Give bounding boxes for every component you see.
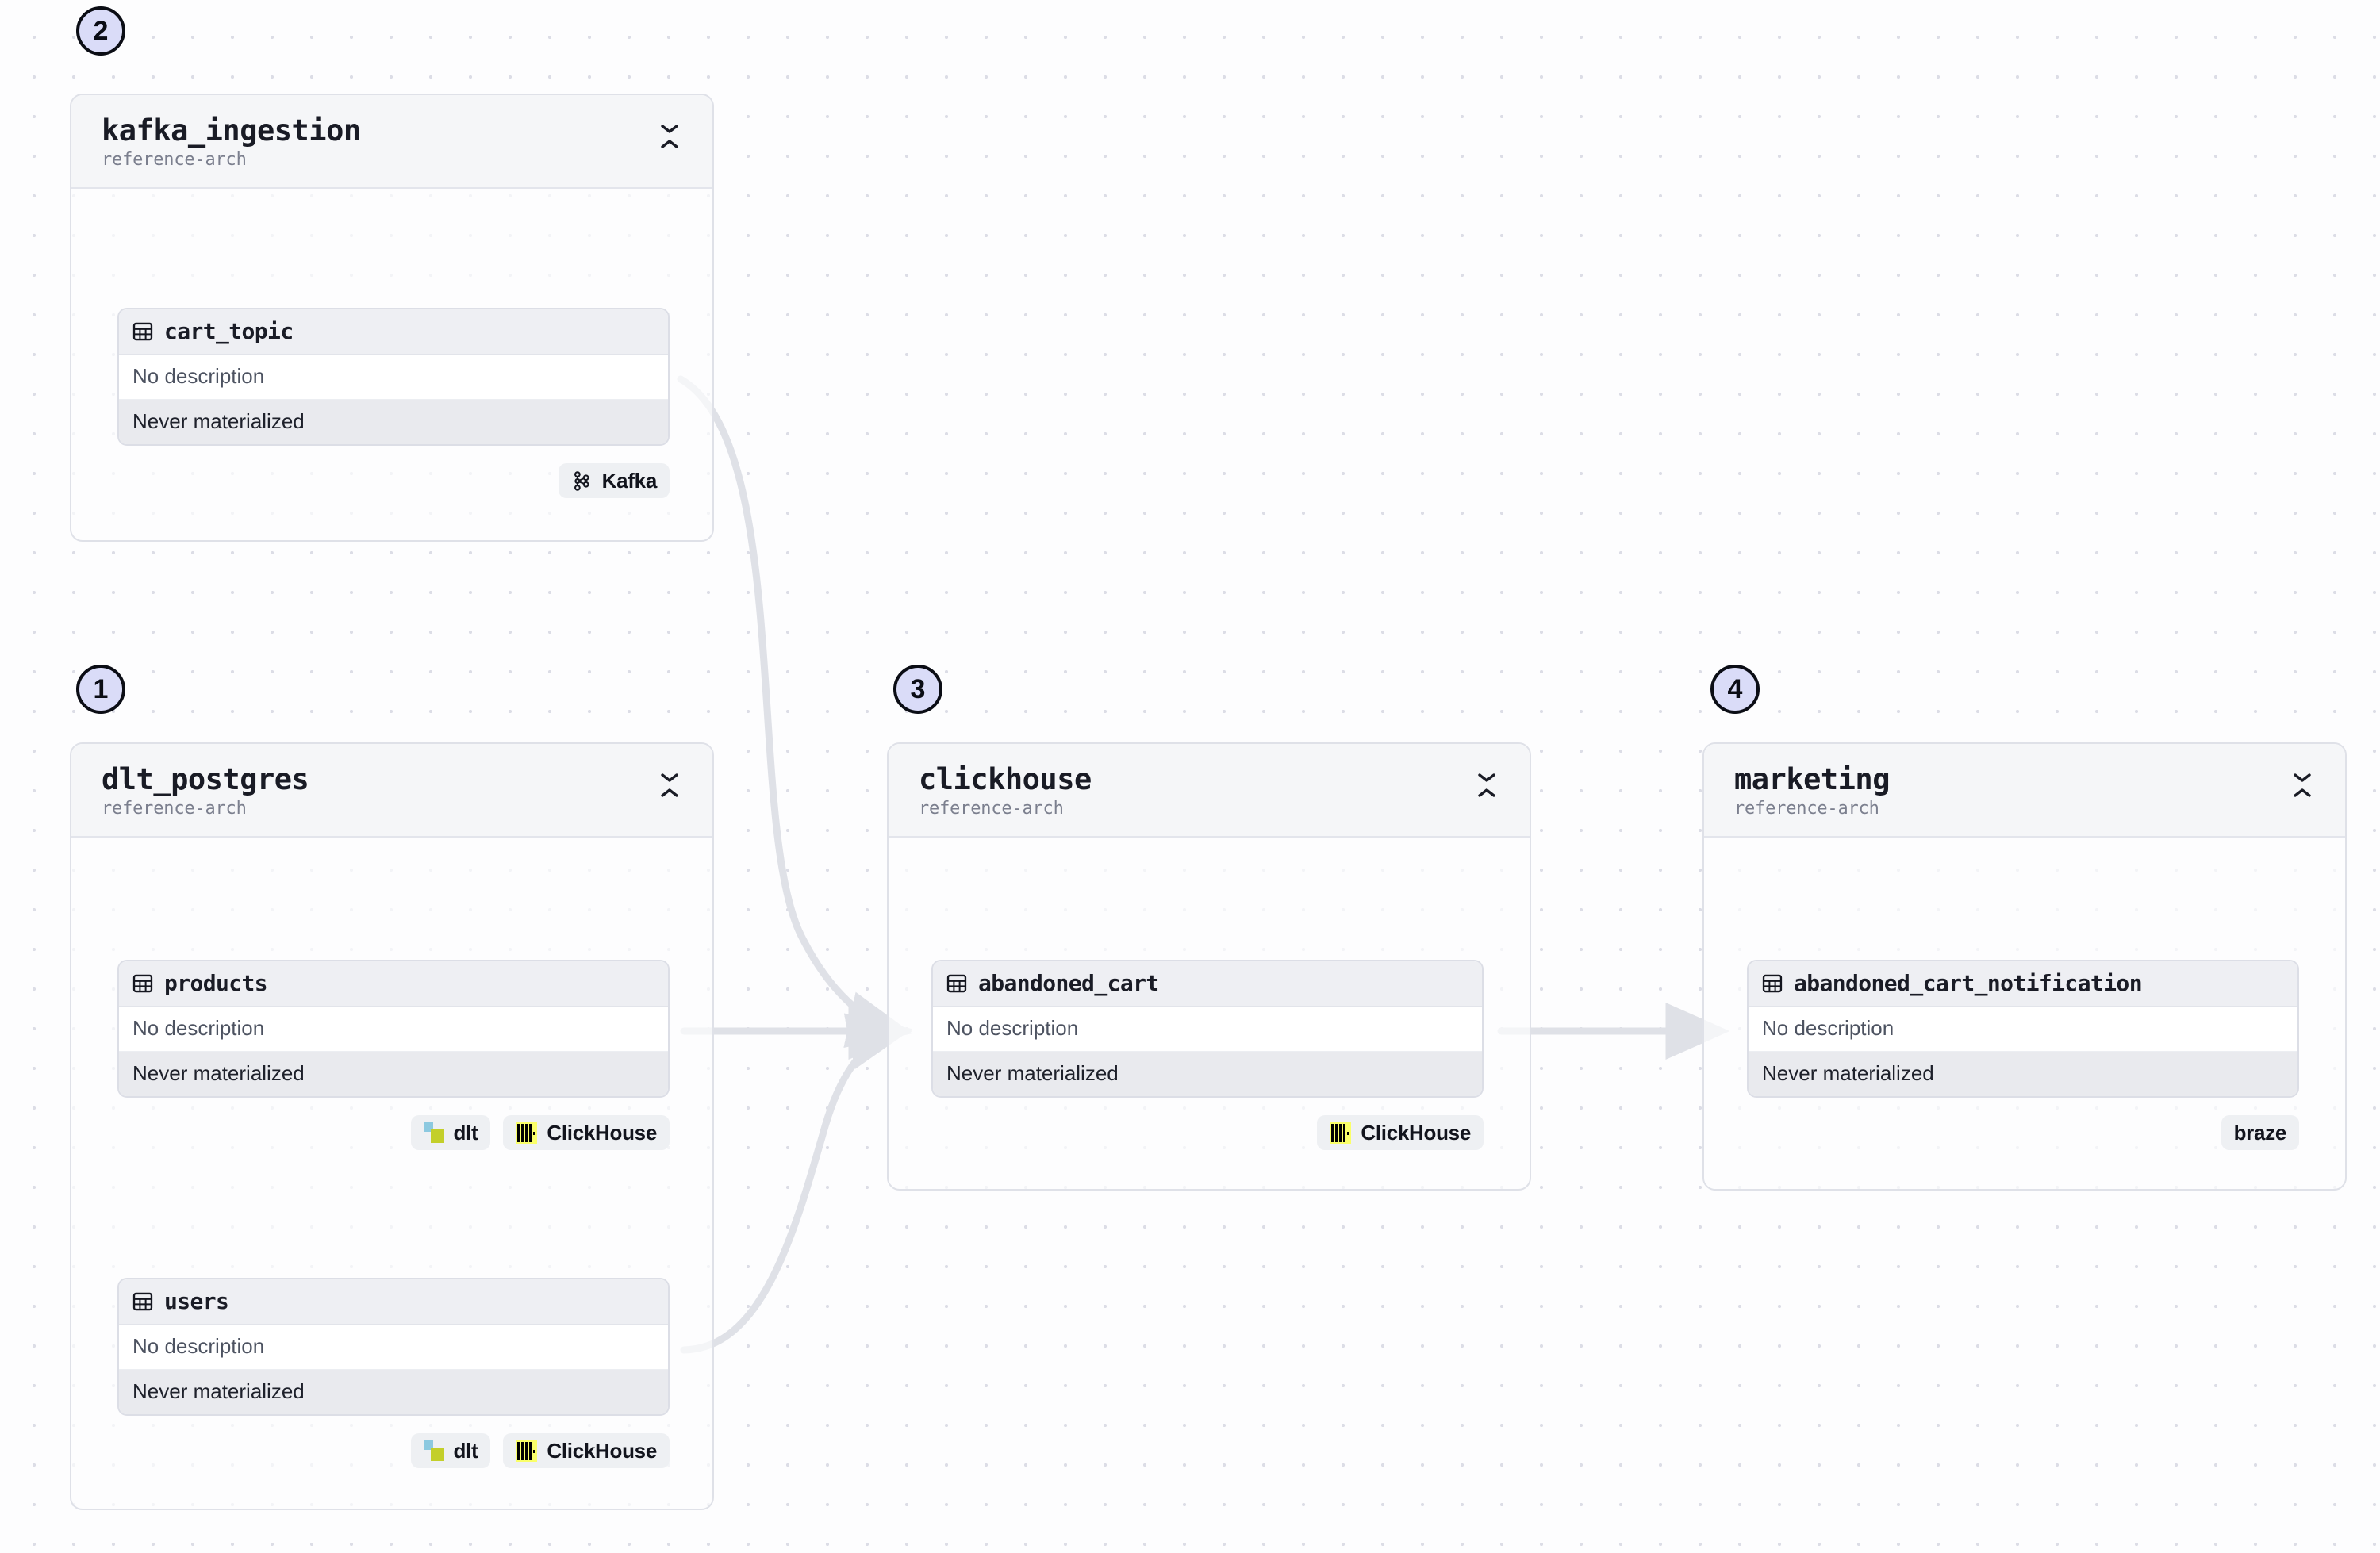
- step-badge-1: 1: [76, 665, 125, 714]
- table-name: abandoned_cart: [978, 970, 1159, 996]
- badge-row-products: dlt ClickHouse: [317, 1115, 670, 1150]
- table-card-cart-topic[interactable]: cart_topic No description Never material…: [117, 308, 670, 446]
- badge-row-clickhouse: ClickHouse: [1166, 1115, 1484, 1150]
- badge-label: ClickHouse: [547, 1120, 657, 1145]
- table-card-header: cart_topic: [119, 309, 668, 355]
- node-header[interactable]: dlt_postgres reference-arch: [71, 744, 712, 838]
- table-card-header: users: [119, 1279, 668, 1325]
- node-title: dlt_postgres: [102, 762, 309, 796]
- kafka-icon: [574, 470, 589, 491]
- table-materialization-status: Never materialized: [119, 1052, 668, 1096]
- table-name: products: [164, 970, 268, 996]
- chevrons-down-up-icon[interactable]: [2286, 768, 2318, 803]
- node-header[interactable]: marketing reference-arch: [1704, 744, 2345, 838]
- badge-row-marketing: braze: [1983, 1115, 2299, 1150]
- table-card-users[interactable]: users No description Never materialized: [117, 1278, 670, 1416]
- badge-label: braze: [2233, 1120, 2287, 1145]
- dlt-icon: [423, 1122, 444, 1143]
- table-materialization-status: Never materialized: [933, 1052, 1482, 1096]
- node-title: clickhouse: [919, 762, 1092, 796]
- node-header[interactable]: kafka_ingestion reference-arch: [71, 95, 712, 190]
- table-name: abandoned_cart_notification: [1794, 970, 2143, 996]
- badge-braze[interactable]: braze: [2221, 1115, 2299, 1150]
- table-description: No description: [933, 1007, 1482, 1052]
- table-name: users: [164, 1288, 229, 1314]
- table-description: No description: [119, 355, 668, 400]
- table-icon: [132, 1292, 153, 1310]
- table-description: No description: [1749, 1007, 2297, 1052]
- table-card-products[interactable]: products No description Never materializ…: [117, 960, 670, 1098]
- table-materialization-status: Never materialized: [1749, 1052, 2297, 1096]
- table-card-header: products: [119, 961, 668, 1007]
- badge-dlt[interactable]: dlt: [410, 1115, 491, 1150]
- node-subtitle: reference-arch: [1734, 799, 1879, 819]
- badge-clickhouse[interactable]: ClickHouse: [503, 1115, 670, 1150]
- table-card-header: abandoned_cart_notification: [1749, 961, 2297, 1007]
- table-name: cart_topic: [164, 318, 294, 344]
- step-badge-2: 2: [76, 6, 125, 56]
- badge-label: ClickHouse: [547, 1438, 657, 1463]
- edge-users-to-abandoned-cart: [680, 1013, 913, 1354]
- node-header[interactable]: clickhouse reference-arch: [889, 744, 1530, 838]
- step-badge-4: 4: [1710, 665, 1760, 714]
- table-icon: [946, 974, 967, 992]
- badge-label: Kafka: [601, 468, 658, 493]
- node-title: kafka_ingestion: [102, 113, 361, 148]
- badge-row-kafka-ingestion: Kafka: [373, 463, 670, 498]
- table-card-abandoned-cart[interactable]: abandoned_cart No description Never mate…: [931, 960, 1484, 1098]
- badge-clickhouse[interactable]: ClickHouse: [1317, 1115, 1484, 1150]
- clickhouse-icon: [1330, 1122, 1352, 1144]
- badge-row-users: dlt ClickHouse: [317, 1433, 670, 1468]
- badge-label: dlt: [453, 1438, 478, 1463]
- table-icon: [1762, 974, 1783, 992]
- table-icon: [132, 322, 153, 340]
- clickhouse-icon: [516, 1122, 538, 1144]
- chevrons-down-up-icon[interactable]: [654, 119, 685, 154]
- badge-kafka[interactable]: Kafka: [558, 463, 670, 498]
- node-subtitle: reference-arch: [102, 150, 247, 171]
- table-description: No description: [119, 1325, 668, 1370]
- table-materialization-status: Never materialized: [119, 400, 668, 444]
- node-title: marketing: [1734, 762, 1890, 796]
- table-card-abandoned-cart-notification[interactable]: abandoned_cart_notification No descripti…: [1747, 960, 2299, 1098]
- clickhouse-icon: [516, 1440, 538, 1462]
- table-icon: [132, 974, 153, 992]
- node-subtitle: reference-arch: [919, 799, 1064, 819]
- chevrons-down-up-icon[interactable]: [654, 768, 685, 803]
- badge-label: dlt: [453, 1120, 478, 1145]
- step-badge-3: 3: [893, 665, 942, 714]
- badge-label: ClickHouse: [1361, 1120, 1471, 1145]
- badge-clickhouse[interactable]: ClickHouse: [503, 1433, 670, 1468]
- table-description: No description: [119, 1007, 668, 1052]
- badge-dlt[interactable]: dlt: [410, 1433, 491, 1468]
- table-card-header: abandoned_cart: [933, 961, 1482, 1007]
- chevrons-down-up-icon[interactable]: [1471, 768, 1503, 803]
- node-subtitle: reference-arch: [102, 799, 247, 819]
- table-materialization-status: Never materialized: [119, 1370, 668, 1414]
- dlt-icon: [423, 1440, 444, 1461]
